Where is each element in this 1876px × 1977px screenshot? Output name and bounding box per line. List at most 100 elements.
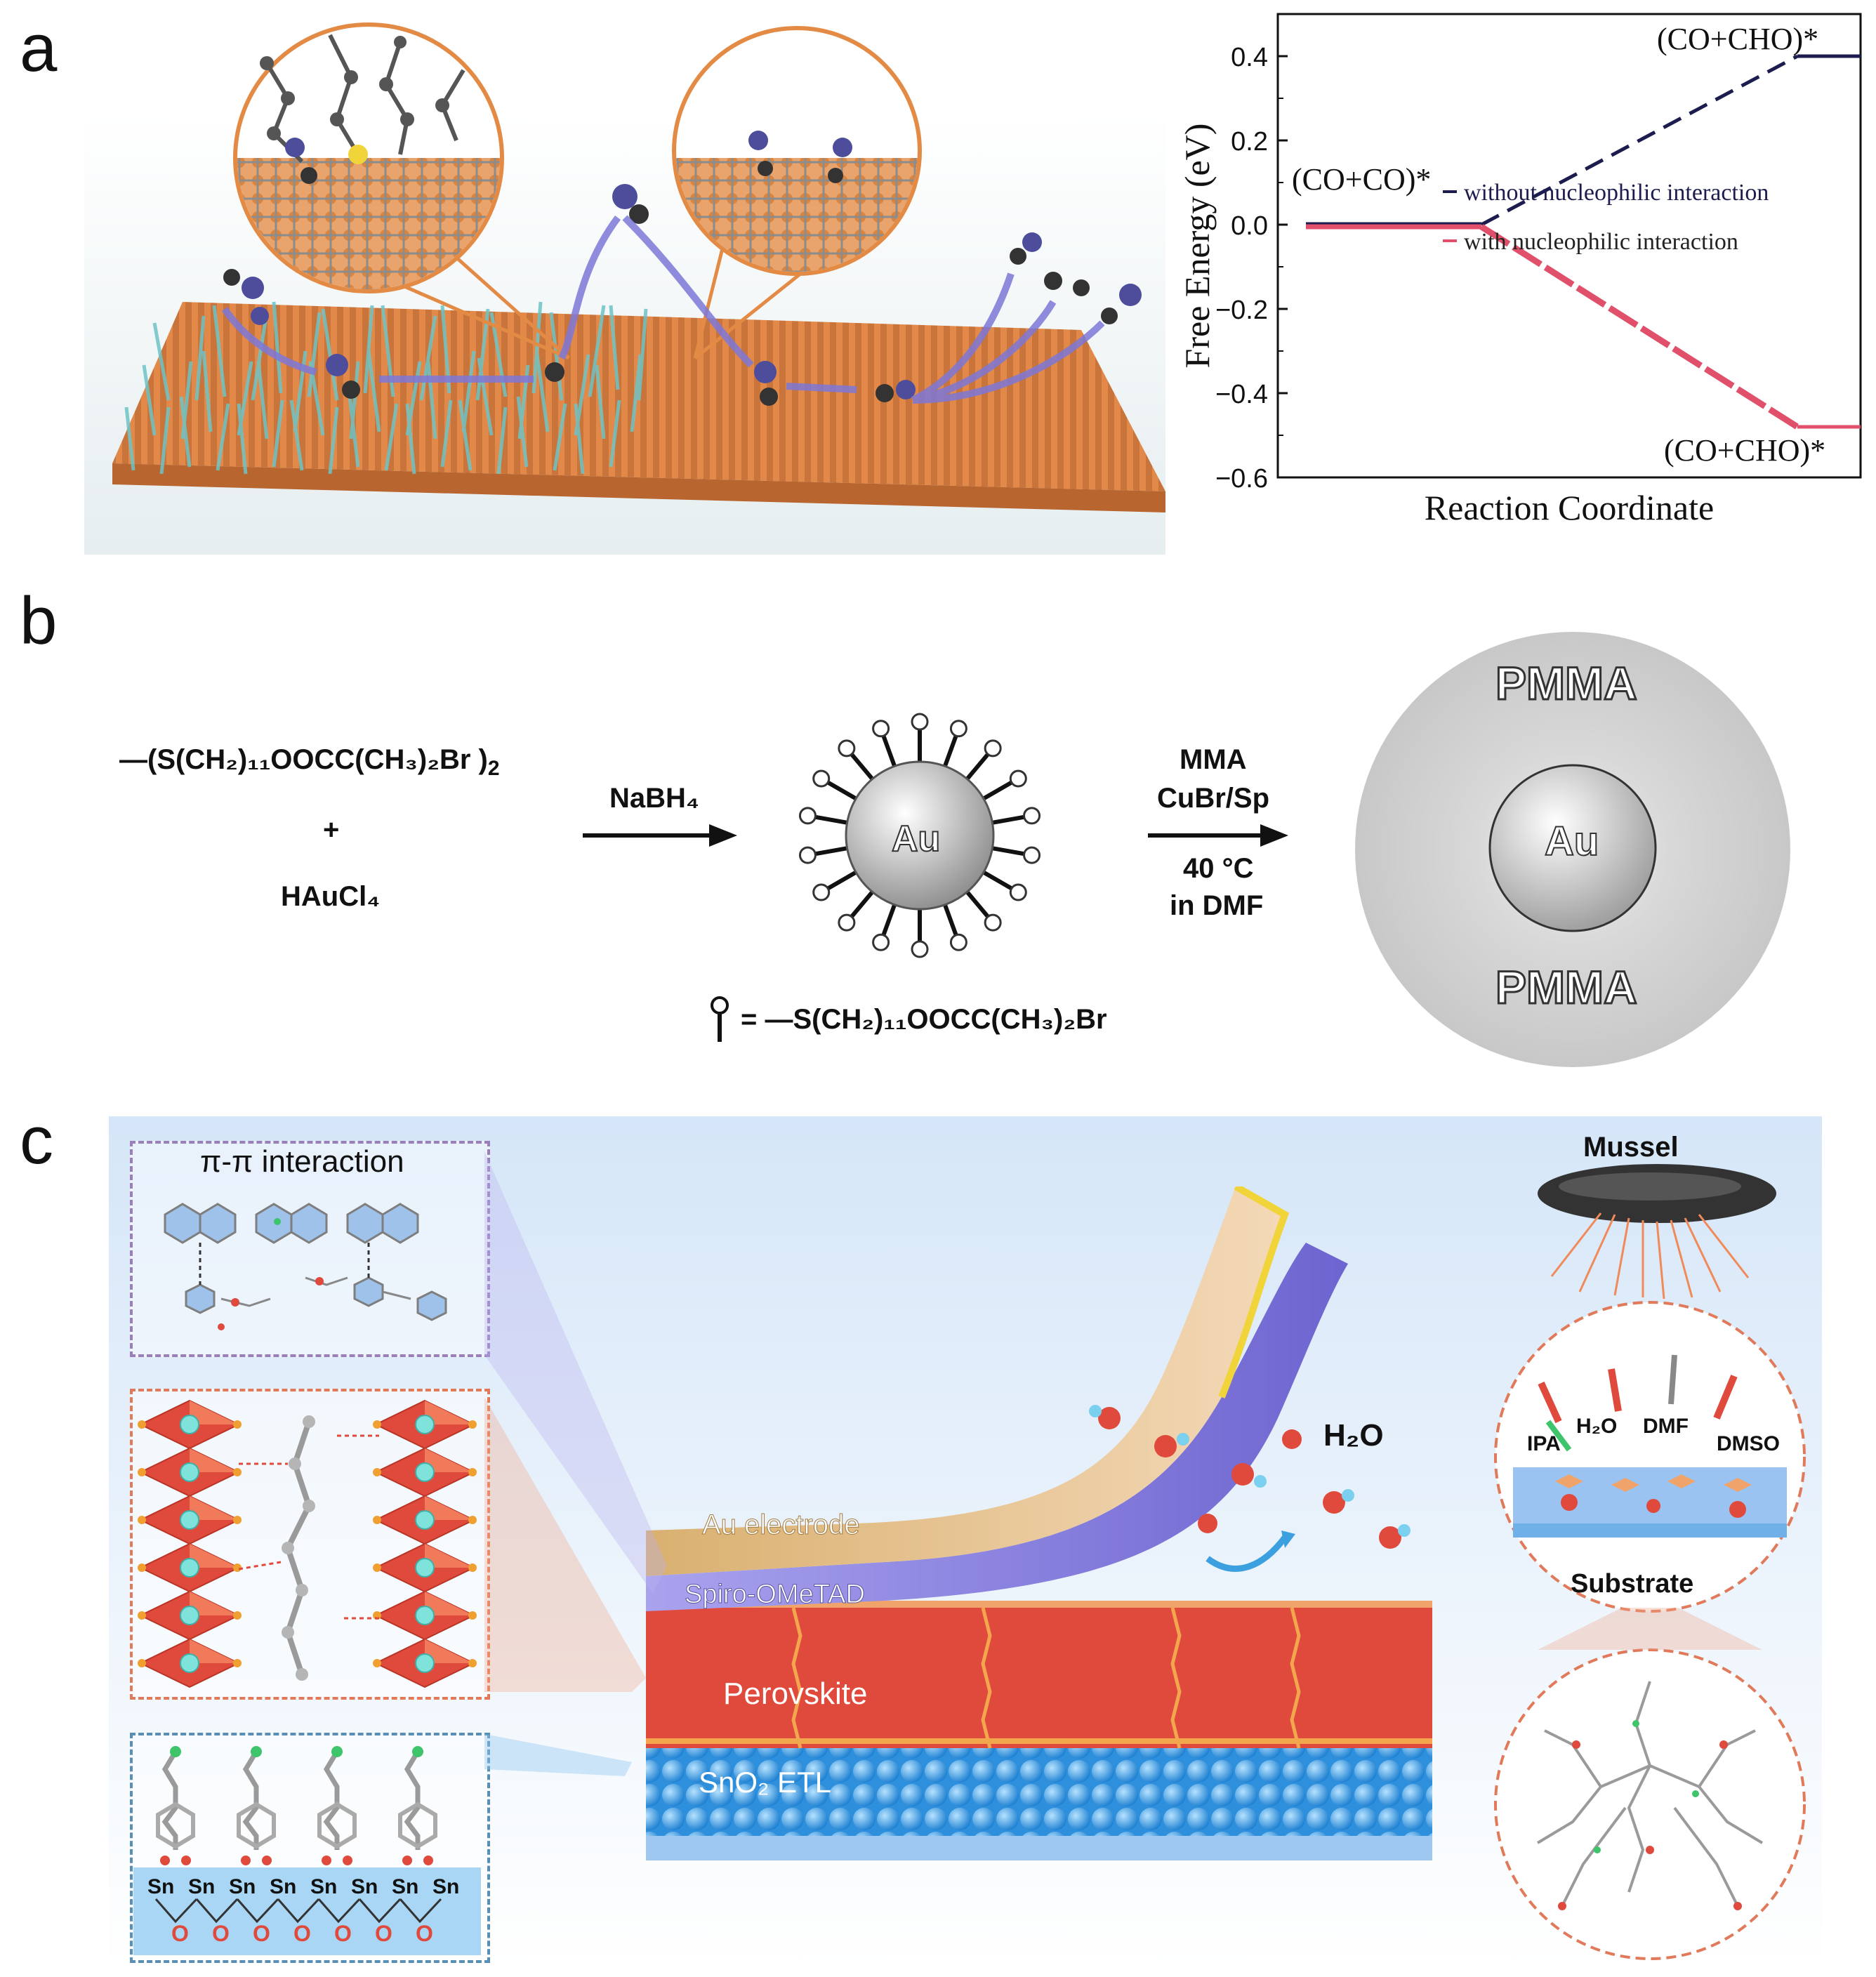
spiro-layer <box>646 1243 1348 1611</box>
water-label: H₂O <box>1323 1418 1384 1453</box>
halide-atom <box>373 1468 381 1476</box>
substrate-label: Substrate <box>1571 1569 1694 1599</box>
ligand-head <box>1023 807 1041 825</box>
legend-label: with nucleophilic interaction <box>1464 229 1738 255</box>
dimer-subscript: 2 <box>487 757 500 780</box>
a-site-cation <box>415 1462 435 1482</box>
octahedron-facet <box>425 1448 474 1472</box>
amine-n <box>412 1746 423 1757</box>
oxygen-atom <box>160 1856 170 1865</box>
reaction-arrows <box>221 215 1105 404</box>
ligand-head <box>798 807 817 825</box>
halide-atom <box>138 1516 146 1524</box>
arrow-step1 <box>583 824 737 847</box>
oxygen-atom <box>423 1856 433 1865</box>
arrow-step2 <box>1148 824 1288 847</box>
o-atom-label: O <box>334 1921 352 1946</box>
o-atom-label: O <box>212 1921 230 1946</box>
o-atom-label: O <box>416 1921 433 1946</box>
catalyst-illustration <box>84 22 1165 555</box>
halide-atom <box>138 1611 146 1620</box>
sn-o-bond <box>277 1898 320 1924</box>
ligand-chain <box>827 781 857 801</box>
o-atom-label: O <box>375 1921 392 1946</box>
halide-atom <box>373 1420 381 1429</box>
co-molecules <box>223 184 1142 406</box>
ligand-head <box>838 739 856 758</box>
y-tick-label: 0.4 <box>1231 43 1268 72</box>
polymer-network-circle <box>1494 1648 1806 1960</box>
layer-label-au: Au electrode <box>702 1509 861 1541</box>
bond-dash: —( <box>119 744 157 775</box>
sn-atom-label: Sn <box>229 1875 256 1898</box>
a-site-cation <box>415 1415 435 1434</box>
octahedron-facet <box>190 1401 239 1424</box>
transition-line <box>1479 224 1799 430</box>
halide-atom <box>468 1659 477 1667</box>
o-atom-label: O <box>253 1921 270 1946</box>
pmma-core-shell-particle <box>1355 632 1790 1067</box>
sn-atom-label: Sn <box>392 1875 418 1898</box>
a-site-cation <box>180 1653 199 1673</box>
ligand-head <box>984 913 1002 932</box>
ligand-head <box>838 913 856 932</box>
phenyl-ring <box>317 1801 357 1849</box>
product-au-core-label: Au <box>1544 818 1599 865</box>
condition-mma: MMA <box>1180 744 1247 775</box>
a-site-cation <box>180 1606 199 1625</box>
halide-atom <box>468 1468 477 1476</box>
ligand-head <box>1009 883 1027 901</box>
linker-chain <box>323 1750 340 1850</box>
halide-atom <box>233 1420 242 1429</box>
sn-o-bond <box>399 1898 442 1924</box>
ligand-head <box>798 846 817 864</box>
phenyl-ring <box>398 1801 437 1849</box>
ligand-chain <box>815 814 848 825</box>
ligand-chain <box>850 890 874 918</box>
substrate-block <box>1513 1467 1787 1523</box>
x-axis-label: Reaction Coordinate <box>1425 488 1714 527</box>
octahedron-facet <box>190 1496 239 1520</box>
oxygen-atom <box>343 1856 352 1865</box>
a-site-cation <box>180 1558 199 1578</box>
legend-label: without nucleophilic interaction <box>1464 180 1769 206</box>
ligand-chain <box>982 870 1012 890</box>
sn-atom-label: Sn <box>432 1875 459 1898</box>
sn-o-bond <box>154 1898 198 1924</box>
solvent-dmf: DMF <box>1643 1415 1689 1438</box>
mussel-illustration <box>1538 1164 1776 1299</box>
halide-atom <box>138 1563 146 1572</box>
layer-label-perovskite: Perovskite <box>723 1677 868 1711</box>
reactant-thiol: —(S(CH₂)₁₁OOCC(CH₃)₂Br )2 <box>119 744 500 781</box>
ligand-head <box>911 713 929 731</box>
octahedron-facet <box>190 1639 239 1663</box>
halide-atom <box>373 1516 381 1524</box>
a-site-cation <box>415 1653 435 1673</box>
copper-slab-front <box>112 463 1165 513</box>
condition-catalyst: CuBr/Sp <box>1157 783 1269 814</box>
solvent-dmso: DMSO <box>1717 1432 1780 1455</box>
halide-atom <box>373 1563 381 1572</box>
o-atom-label: O <box>171 1921 189 1946</box>
ligand-head <box>1023 846 1041 864</box>
paren-close: ) <box>470 744 488 775</box>
plot-frame <box>1276 13 1862 479</box>
perovskite-layer <box>646 1608 1432 1748</box>
pi-pi-inset <box>130 1141 490 1357</box>
sn-atom-label: Sn <box>270 1875 296 1898</box>
amine-n <box>331 1746 343 1757</box>
halide-atom <box>138 1659 146 1667</box>
y-tick-label: −0.4 <box>1215 380 1268 409</box>
octahedron-facet <box>425 1639 474 1663</box>
layer-label-sno2: SnO₂ ETL <box>699 1766 832 1799</box>
halide-atom <box>373 1659 381 1667</box>
annotation-end-top: (CO+CHO)* <box>1657 22 1818 56</box>
water-molecules <box>1089 1405 1411 1549</box>
phenyl-ring <box>156 1801 195 1849</box>
sn-atom-label: Sn <box>351 1875 378 1898</box>
ligand-chain <box>982 781 1012 801</box>
ligand-head <box>872 720 890 738</box>
y-axis-label: Free Energy (eV) <box>1177 124 1217 369</box>
device-stack <box>646 1186 1432 1860</box>
